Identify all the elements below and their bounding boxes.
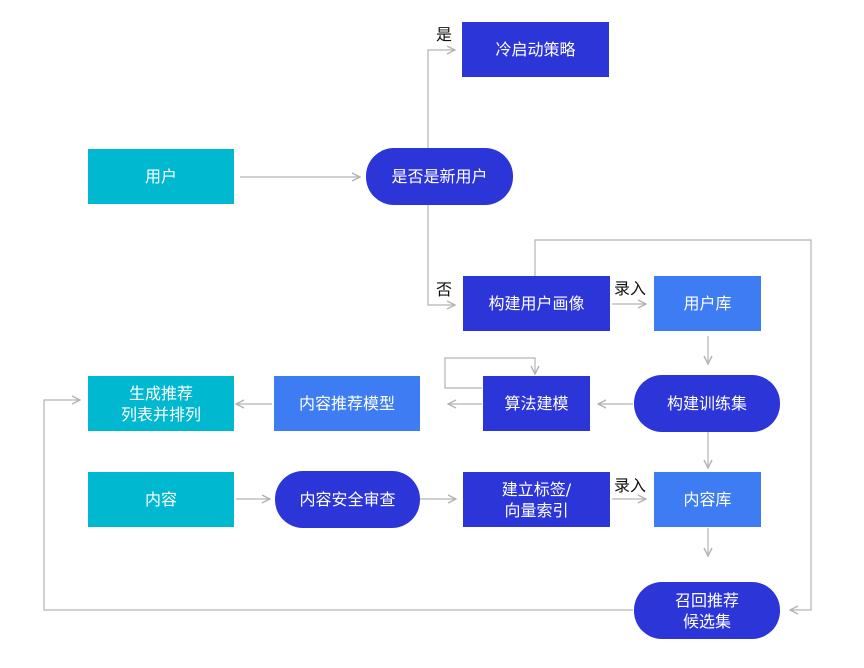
node-content-model-label: 内容推荐模型 [298,394,395,413]
node-build-tags-label: 建立标签/ 向量索引 [501,479,572,520]
node-content: 内容 [88,472,234,527]
node-gen-list: 生成推荐 列表并排列 [88,376,234,431]
node-user-label: 用户 [144,167,177,186]
node-algo-model: 算法建模 [483,376,590,431]
label-record-user-db: 录入 [614,279,647,298]
node-content-db-label: 内容库 [683,490,732,509]
node-content-review-label: 内容安全审查 [299,490,396,509]
label-record-content-db: 录入 [614,476,647,495]
arrow-recall-to-gen-list [43,400,633,611]
node-build-profile: 构建用户画像 [463,276,610,331]
node-gen-list-label: 生成推荐 列表并排列 [120,383,201,424]
arrow-yes-to-cold-start [427,50,455,148]
node-user: 用户 [88,149,234,204]
label-yes: 是 [436,25,453,44]
node-build-trainset-label: 构建训练集 [666,394,747,413]
node-content-db: 内容库 [654,472,761,527]
arrow-no-to-build-profile [427,205,455,305]
node-build-trainset: 构建训练集 [634,375,780,432]
label-no: 否 [436,280,453,299]
node-content-model: 内容推荐模型 [274,376,420,431]
node-content-label: 内容 [144,490,177,509]
node-recall-set-label: 召回推荐 候选集 [674,590,739,631]
node-cold-start: 冷启动策略 [462,22,609,77]
node-is-new-user-label: 是否是新用户 [391,167,488,186]
node-algo-model-label: 算法建模 [504,394,569,413]
node-build-profile-label: 构建用户画像 [488,294,585,313]
node-build-tags: 建立标签/ 向量索引 [463,472,610,527]
node-user-db-label: 用户库 [683,294,732,313]
node-user-db: 用户库 [654,276,761,331]
arrow-profile-to-recall-set [534,239,812,610]
node-cold-start-label: 冷启动策略 [495,40,576,59]
node-content-review: 内容安全审查 [275,471,420,528]
arrow-algo-model-loop [444,357,535,389]
node-recall-set: 召回推荐 候选集 [634,582,780,639]
node-is-new-user: 是否是新用户 [366,148,513,205]
